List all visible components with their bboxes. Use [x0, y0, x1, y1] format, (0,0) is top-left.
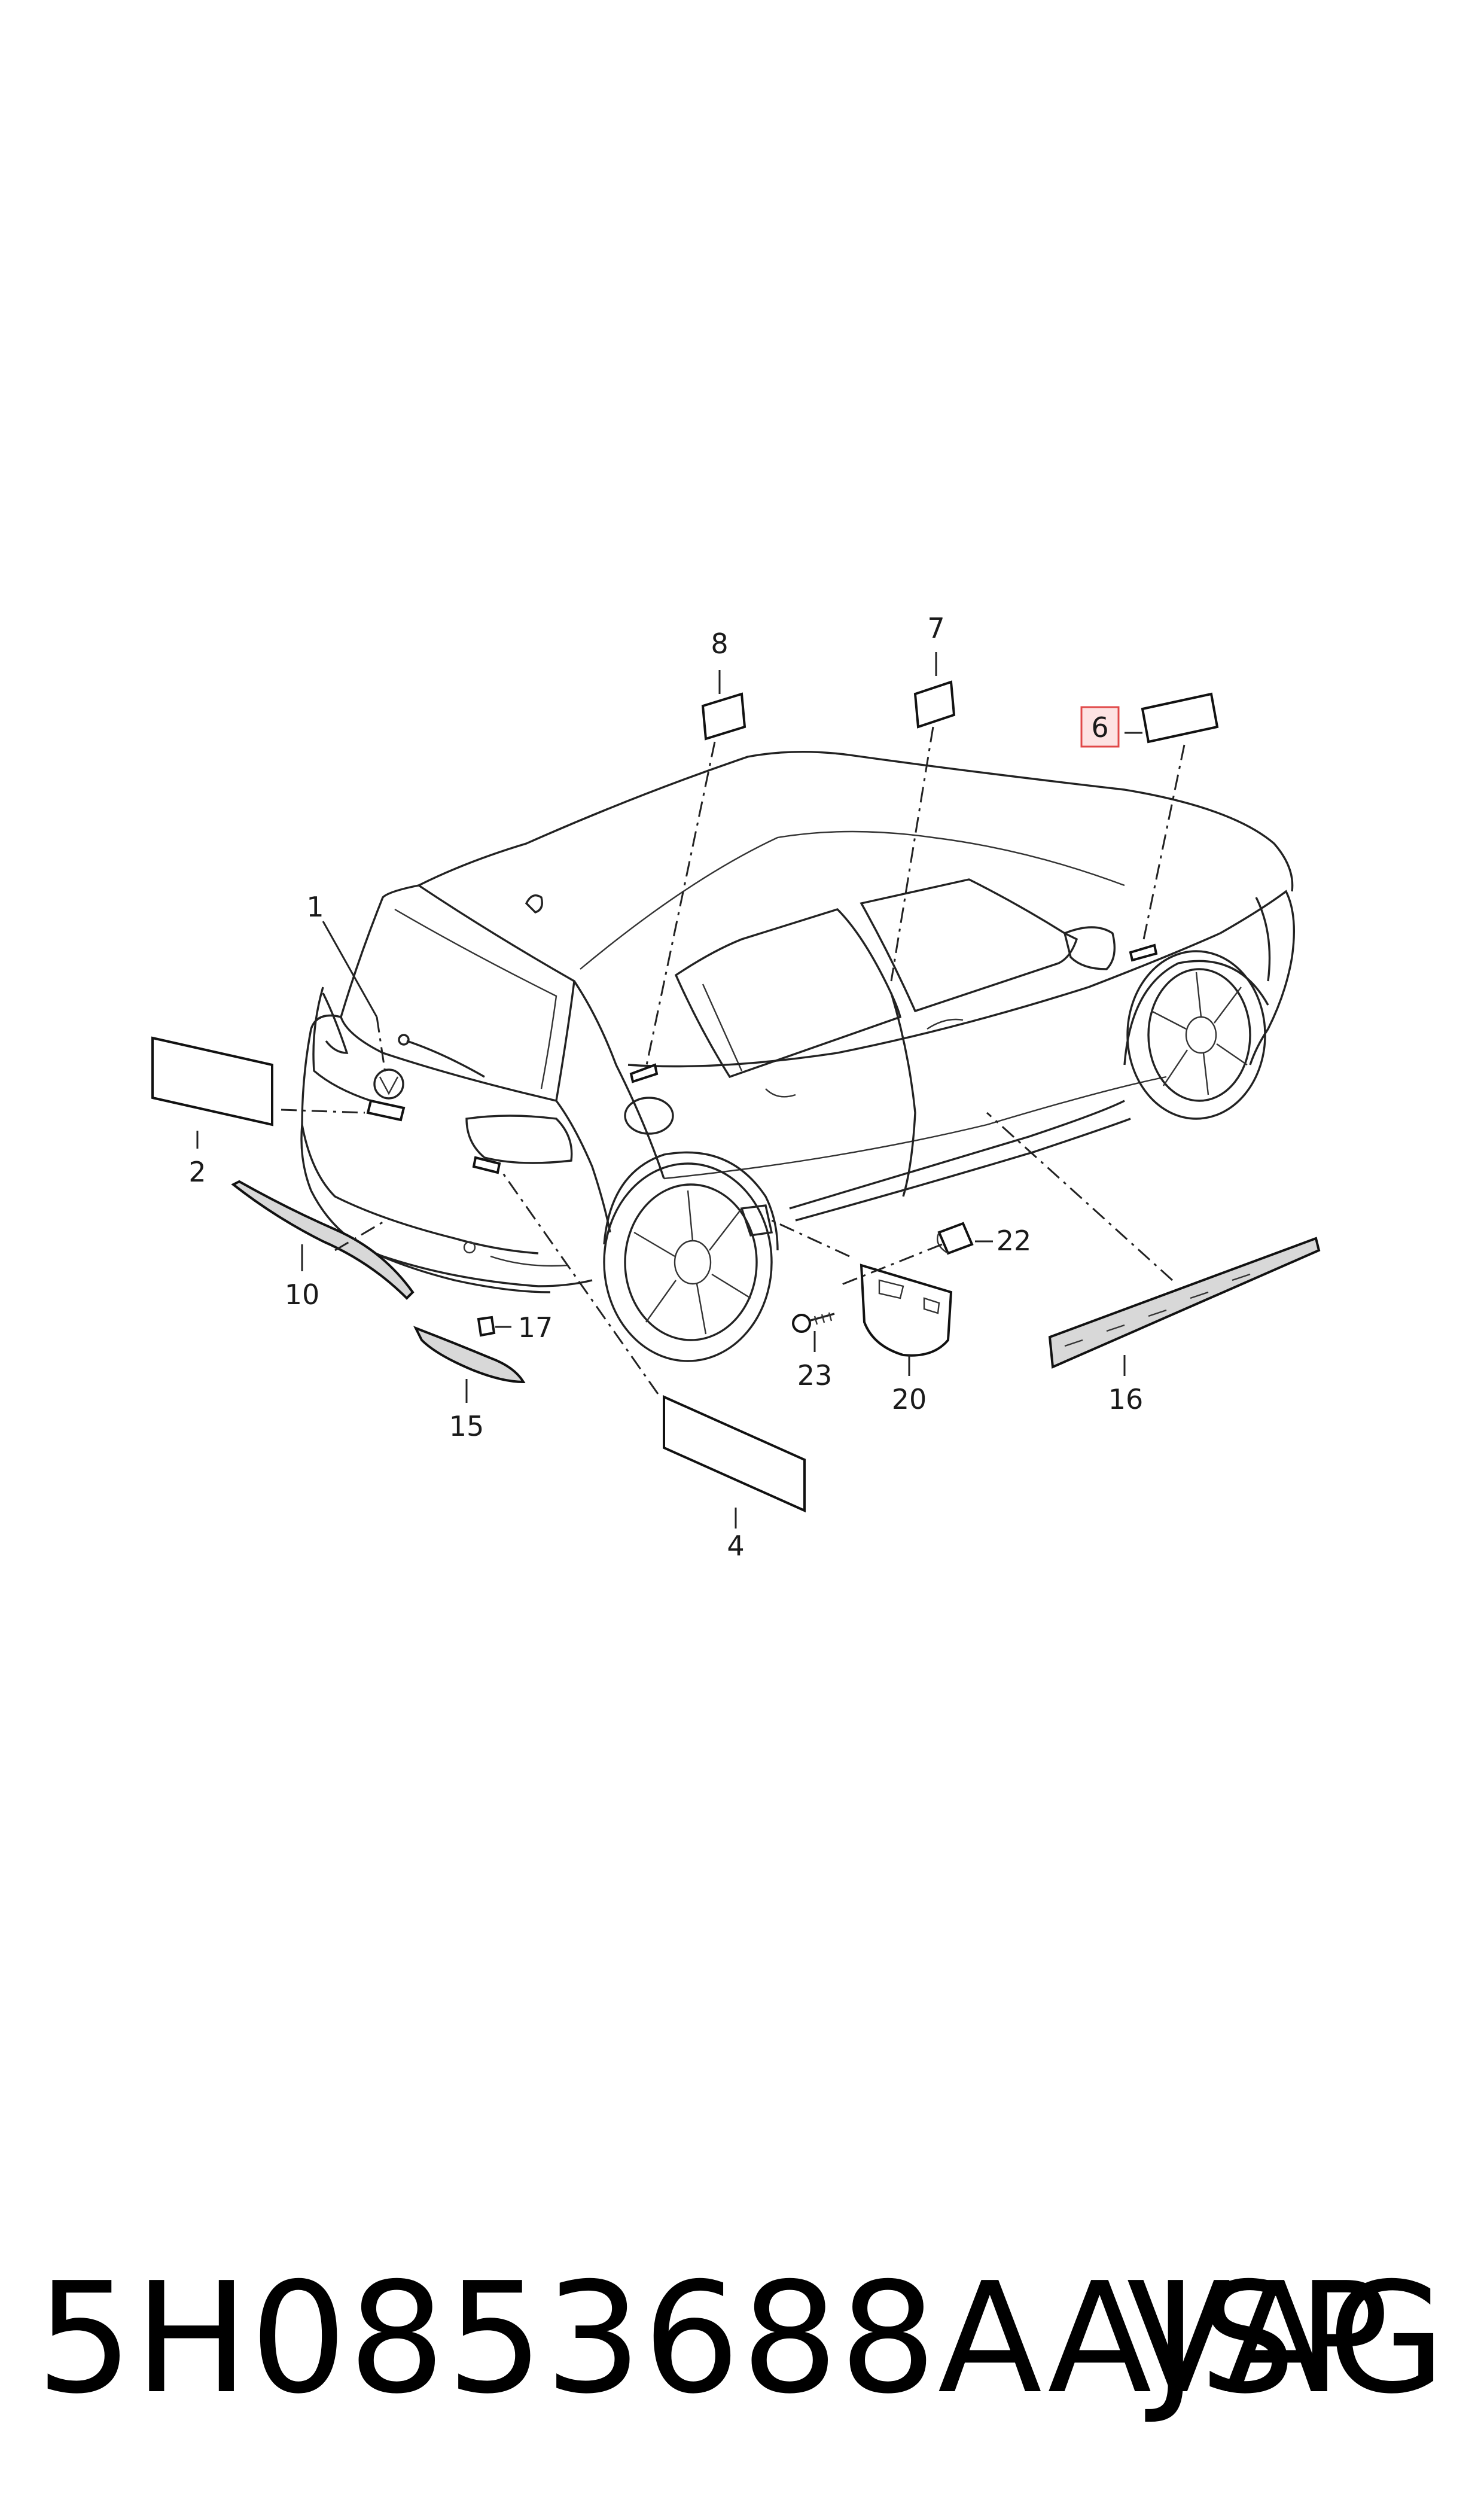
- part-10-strip: [231, 1180, 415, 1300]
- part-1-badge: [366, 1099, 406, 1122]
- brand-name: VAG: [1126, 2250, 1448, 2428]
- part-15-trim: [413, 1326, 526, 1384]
- callout-8: 8: [711, 628, 728, 660]
- callouts: 1 2 4 6 7 8 10 15 16 17 20 22 23: [188, 612, 1143, 1562]
- callout-4: 4: [727, 1530, 744, 1562]
- part-16-strip: [1048, 1237, 1321, 1369]
- callout-7: 7: [927, 612, 944, 644]
- callout-2: 2: [188, 1156, 206, 1188]
- callout-1: 1: [306, 891, 324, 923]
- callout-10: 10: [285, 1278, 320, 1311]
- callout-22: 22: [997, 1225, 1032, 1257]
- leader-lines: [196, 652, 1186, 1529]
- part-7-label: [913, 680, 956, 729]
- part-23-screw: [792, 1312, 835, 1333]
- callout-6-highlight: [1080, 706, 1120, 748]
- callout-17: 17: [518, 1311, 553, 1344]
- part-4-label: [663, 1395, 806, 1513]
- part-17-clip: [477, 1316, 496, 1337]
- callout-6: 6: [1091, 711, 1108, 744]
- callout-16: 16: [1108, 1383, 1144, 1415]
- parts-layer: [151, 680, 1321, 1513]
- part-number: 5H0853688AAJSP: [36, 2250, 1391, 2428]
- callout-23: 23: [797, 1359, 833, 1392]
- part-20-flap: [860, 1263, 953, 1357]
- part-22-clip: [937, 1222, 974, 1255]
- part-6-label: [1141, 692, 1219, 744]
- part-8-label: [701, 692, 746, 741]
- car-illustration: [300, 750, 1296, 1362]
- part-2-label: [151, 1036, 273, 1126]
- callout-15: 15: [449, 1410, 484, 1442]
- footer: 5H0853688AAJSP VAG: [0, 2249, 1484, 2429]
- callout-20: 20: [892, 1383, 927, 1415]
